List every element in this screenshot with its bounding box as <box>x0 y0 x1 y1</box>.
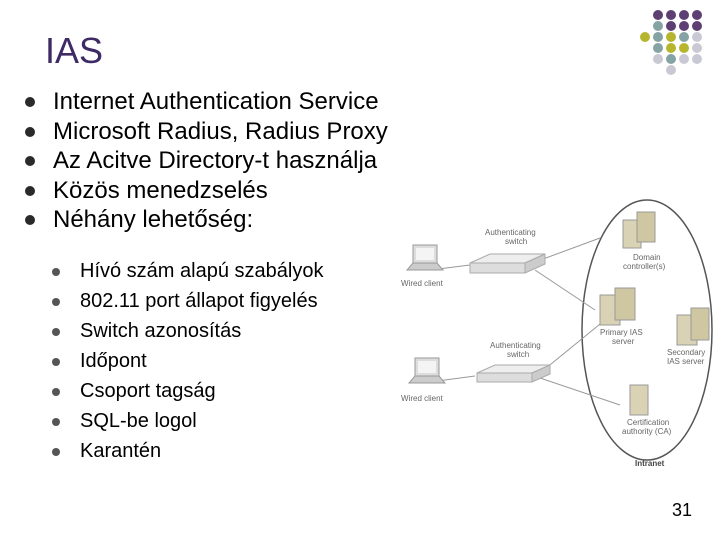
decorative-dot <box>679 43 689 53</box>
decorative-dot <box>692 43 702 53</box>
sub-bullet-item: Switch azonosítás <box>52 316 323 346</box>
sub-bullet-item: Hívó szám alapú szabályok <box>52 256 323 286</box>
sub-bullet-text: Csoport tagság <box>80 380 216 402</box>
bullet-text: Néhány lehetőség: <box>53 206 254 233</box>
bullet-icon <box>52 358 60 366</box>
decorative-dot <box>679 32 689 42</box>
main-bullet-list: Internet Authentication Service Microsof… <box>25 87 388 235</box>
decorative-dot <box>653 43 663 53</box>
decorative-dot <box>666 54 676 64</box>
sub-bullet-text: SQL-be logol <box>80 410 197 432</box>
bullet-icon <box>52 448 60 456</box>
server-icon <box>629 384 649 416</box>
sub-bullet-text: 802.11 port állapot figyelés <box>80 290 318 312</box>
decorative-dot <box>653 10 663 20</box>
decorative-dot <box>666 65 676 75</box>
sub-bullet-item: Időpont <box>52 346 323 376</box>
intranet-label: Intranet <box>635 459 665 468</box>
switch-icon <box>476 364 551 383</box>
bullet-icon <box>25 97 35 107</box>
bullet-item: Internet Authentication Service <box>25 87 388 117</box>
decorative-dot-grid <box>640 10 720 80</box>
server-icon <box>622 211 656 249</box>
decorative-dot <box>640 32 650 42</box>
bullet-icon <box>25 185 35 196</box>
server-icon <box>676 307 710 346</box>
bullet-icon <box>52 418 60 426</box>
bullet-icon <box>52 268 60 276</box>
sub-bullet-item: Csoport tagság <box>52 376 323 406</box>
sub-bullet-item: SQL-be logol <box>52 406 323 436</box>
decorative-dot <box>653 21 663 31</box>
bullet-item: Az Acitve Directory-t használja <box>25 146 388 176</box>
switch-icon <box>469 253 546 274</box>
decorative-dot <box>679 10 689 20</box>
bullet-item: Microsoft Radius, Radius Proxy <box>25 117 388 147</box>
bullet-icon <box>25 156 35 166</box>
bullet-text: Microsoft Radius, Radius Proxy <box>53 117 388 145</box>
decorative-dot <box>653 32 663 42</box>
bullet-icon <box>52 298 60 306</box>
decorative-dot <box>692 10 702 20</box>
bullet-icon <box>25 126 35 137</box>
decorative-dot <box>653 54 663 64</box>
bullet-icon <box>52 388 60 396</box>
bullet-text: Közös menedzselés <box>53 176 268 204</box>
sub-bullet-item: Karantén <box>52 436 323 466</box>
sub-bullet-text: Karantén <box>80 440 162 462</box>
decorative-dot <box>679 54 689 64</box>
bullet-item: Közös menedzselés <box>25 176 388 206</box>
decorative-dot <box>666 43 676 53</box>
wired-client-label: Wired client <box>401 279 444 288</box>
server-icon <box>599 287 636 326</box>
decorative-dot <box>692 21 702 31</box>
sub-bullet-text: Időpont <box>80 350 147 372</box>
sub-bullet-item: 802.11 port állapot figyelés <box>52 286 323 316</box>
decorative-dot <box>666 10 676 20</box>
bullet-icon <box>25 215 35 225</box>
bullet-item: Néhány lehetőség: <box>25 205 388 235</box>
laptop-icon <box>405 244 445 271</box>
decorative-dot <box>692 32 702 42</box>
slide-title: IAS <box>45 30 104 71</box>
bullet-icon <box>52 328 60 336</box>
bullet-text: Az Acitve Directory-t használja <box>53 147 378 174</box>
laptop-icon <box>407 357 447 384</box>
decorative-dot <box>692 54 702 64</box>
bullet-text: Internet Authentication Service <box>53 88 379 115</box>
decorative-dot <box>666 32 676 42</box>
wired-client-label: Wired client <box>401 394 444 403</box>
decorative-dot <box>666 21 676 31</box>
intranet-boundary <box>581 199 713 461</box>
sub-bullet-list: Hívó szám alapú szabályok 802.11 port ál… <box>52 256 323 466</box>
sub-bullet-text: Hívó szám alapú szabályok <box>80 260 324 282</box>
decorative-dot <box>679 21 689 31</box>
sub-bullet-text: Switch azonosítás <box>80 320 242 342</box>
page-number: 31 <box>672 500 693 520</box>
